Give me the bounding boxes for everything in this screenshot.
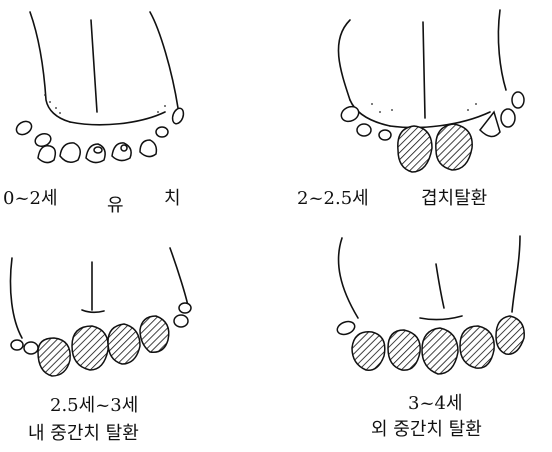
age-label-4: 3~4세 (408, 394, 463, 414)
stage-label-1b: 치 (164, 189, 181, 209)
tooth-row-3 (11, 303, 191, 376)
age-label-3: 2.5세~3세 (50, 396, 138, 416)
tooth-row-2 (339, 92, 524, 172)
age-label-1: 0~2세 (3, 189, 58, 209)
stage-label-4: 외 중간치 탈환 (371, 420, 482, 440)
tooth-row-4 (335, 316, 524, 374)
stage-label-1a: 유 (107, 196, 124, 216)
jaw-drawing-2 (338, 10, 524, 172)
stage-label-3: 내 중간치 탈환 (28, 424, 139, 444)
jaw-drawing-3 (10, 248, 191, 376)
age-label-2: 2~2.5세 (297, 189, 369, 209)
jaw-drawing-1 (14, 12, 185, 163)
jaw-drawing-4 (335, 236, 524, 374)
stage-label-2: 겹치탈환 (421, 189, 487, 209)
